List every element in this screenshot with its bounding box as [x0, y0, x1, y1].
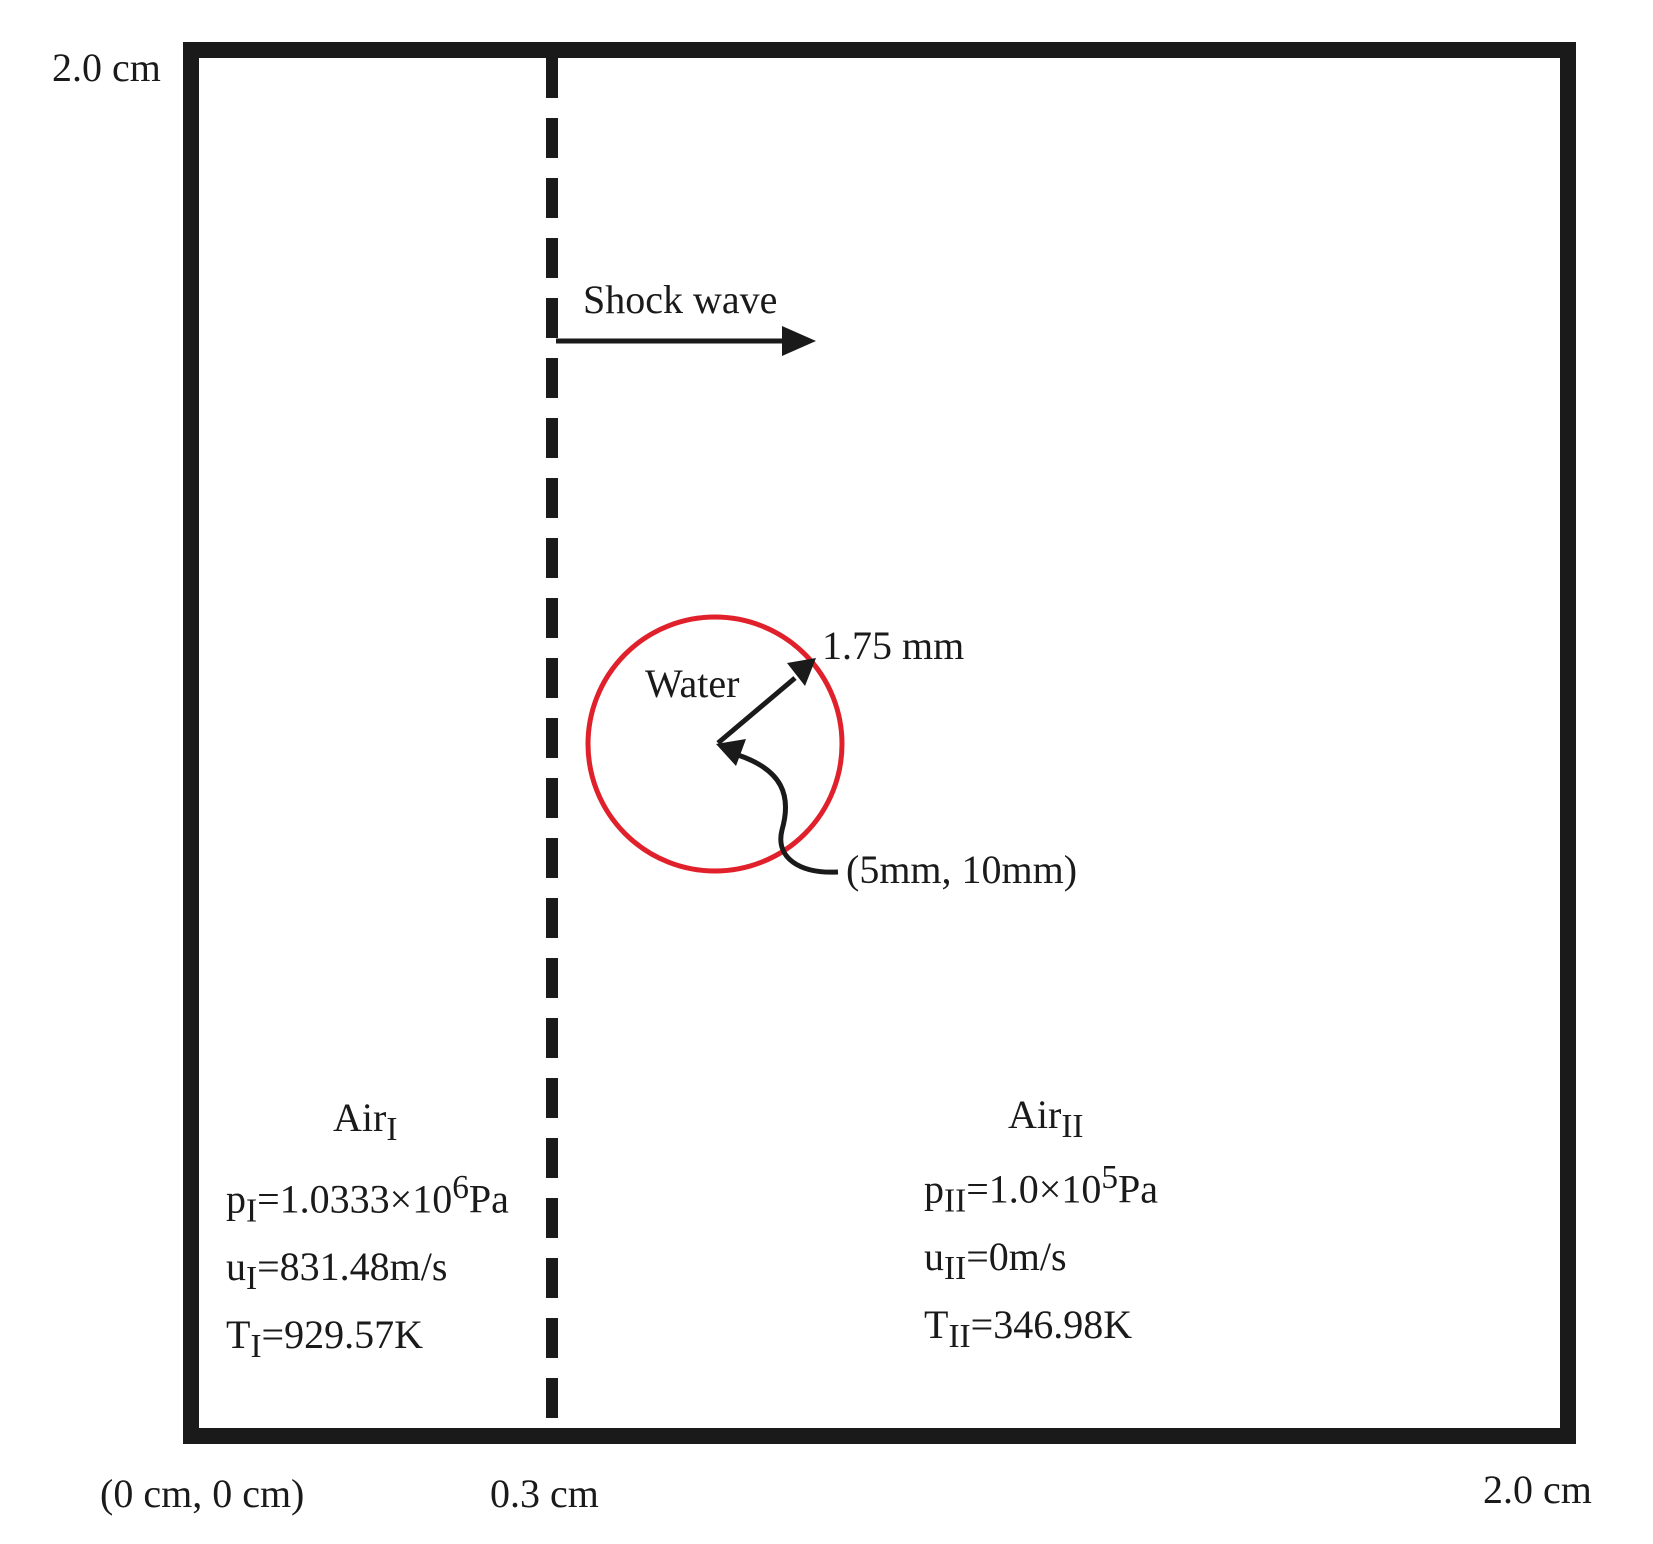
origin-label: (0 cm, 0 cm) [100, 1471, 305, 1516]
region-ii-state: pII=1.0×105Pa uII=0m/s TII=346.98K [924, 1150, 1158, 1365]
bottom-right-length-label: 2.0 cm [1483, 1467, 1592, 1512]
center-pointer-curve [737, 752, 839, 875]
radius-arrowhead [787, 658, 816, 686]
radius-label: 1.75 mm [822, 623, 965, 668]
region-ii-title: AirII [1008, 1092, 1084, 1145]
shock-arrowhead [782, 326, 816, 356]
center-coordinate-label: (5mm, 10mm) [846, 847, 1078, 892]
region-ii-temperature: TII=346.98K [924, 1302, 1133, 1356]
region-i-state: pI=1.0333×106Pa uI=831.48m/s TI=929.57K [226, 1160, 509, 1375]
region-i-pressure: pI=1.0333×106Pa [226, 1169, 509, 1230]
region-i-title: AirI [333, 1095, 398, 1148]
region-ii-pressure: pII=1.0×105Pa [924, 1159, 1158, 1220]
water-droplet [585, 614, 845, 874]
center-pointer-arrowhead [716, 739, 746, 766]
region-i-temperature: TI=929.57K [226, 1312, 423, 1366]
region-i-velocity: uI=831.48m/s [226, 1244, 448, 1298]
domain-boundary [183, 42, 1576, 1444]
region-ii-velocity: uII=0m/s [924, 1234, 1067, 1288]
interface-position-label: 0.3 cm [490, 1471, 599, 1516]
radius-arrow-shaft [716, 676, 797, 745]
top-left-length-label: 2.0 cm [52, 45, 161, 90]
shock-wave-label: Shock wave [583, 277, 778, 322]
water-label: Water [645, 661, 740, 706]
